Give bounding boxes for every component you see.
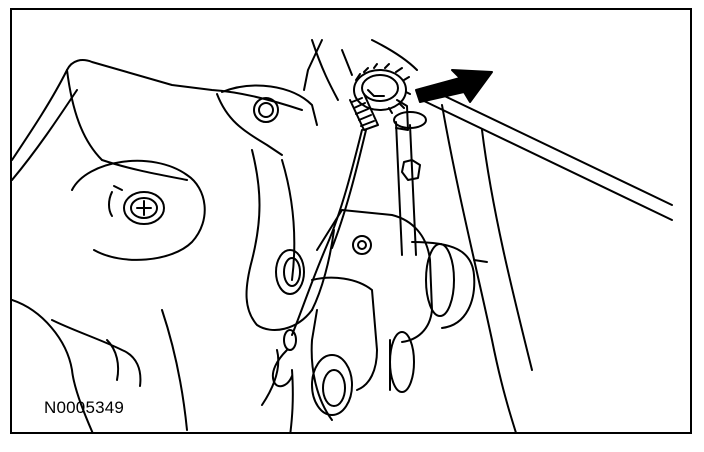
screw-boss (71, 159, 206, 261)
callout-arrow (415, 69, 493, 103)
housing-outline (12, 59, 303, 432)
right-rod (421, 89, 673, 432)
adjuster-assembly (303, 39, 427, 256)
upper-casting (216, 84, 318, 156)
bracket-arm (245, 149, 335, 331)
lower-lever (261, 276, 415, 432)
cable (271, 129, 367, 388)
figure-reference-code: N0005349 (44, 398, 125, 417)
figure-frame: N0005349 (10, 8, 692, 434)
linkage-block (316, 209, 488, 343)
line-illustration (12, 39, 673, 432)
